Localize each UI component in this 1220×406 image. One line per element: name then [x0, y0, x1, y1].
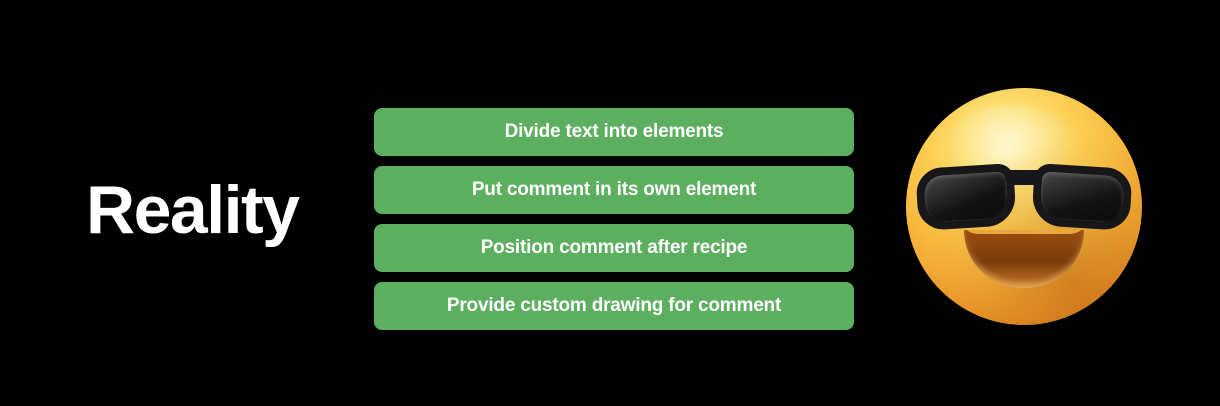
- step-label: Position comment after recipe: [480, 237, 748, 258]
- step-label: Put comment in its own element: [471, 179, 757, 200]
- list-item: Divide text into elements: [374, 108, 854, 156]
- smiling-face-with-sunglasses-icon: [906, 88, 1142, 325]
- sunglasses-left-lens: [915, 163, 1017, 231]
- list-item: Put comment in its own element: [374, 166, 854, 214]
- step-label: Divide text into elements: [504, 121, 724, 142]
- emoji-sunglasses: [915, 163, 1133, 232]
- list-item: Provide custom drawing for comment: [374, 282, 854, 330]
- list-item: Position comment after recipe: [374, 224, 854, 272]
- steps-list: Divide text into elements Put comment in…: [374, 108, 854, 330]
- sunglasses-right-lens: [1031, 163, 1133, 231]
- step-label: Provide custom drawing for comment: [446, 295, 782, 316]
- page-title: Reality: [86, 172, 300, 248]
